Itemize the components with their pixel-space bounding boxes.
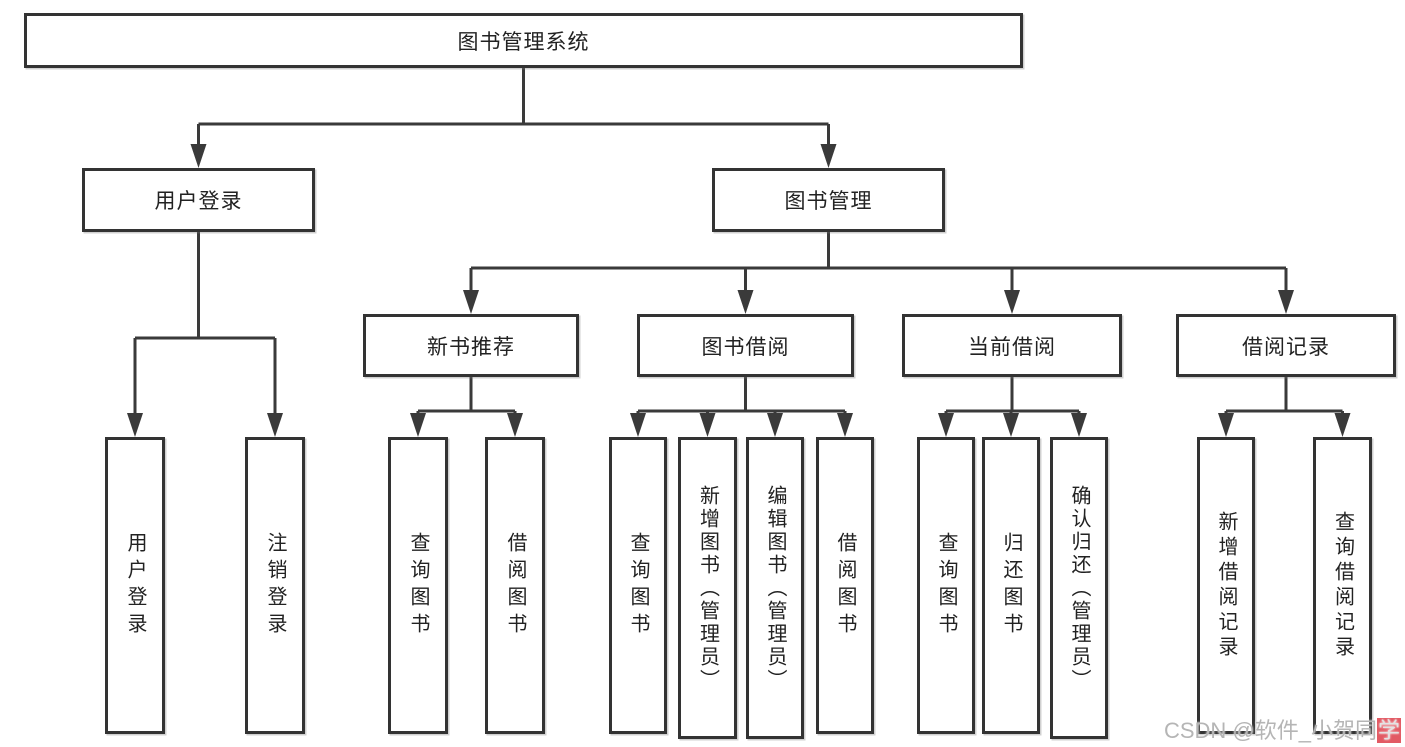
node-book-borrowing: 图书借阅 [637, 314, 854, 377]
node-current-borrowing: 当前借阅 [902, 314, 1122, 377]
leaf-current-confirm-return-admin: 确认归还（管理员） [1050, 437, 1108, 739]
leaf-record-query-borrow-record: 查询借阅记录 [1313, 437, 1372, 734]
leaf-current-query-books: 查询图书 [917, 437, 975, 734]
leaf-logout: 注销登录 [245, 437, 305, 734]
leaf-borrow-borrow-books: 借阅图书 [816, 437, 874, 734]
node-new-book-recommendation: 新书推荐 [363, 314, 579, 377]
leaf-record-add-borrow-record: 新增借阅记录 [1197, 437, 1255, 734]
leaf-borrow-edit-books-admin: 编辑图书（管理员） [746, 437, 804, 739]
csdn-watermark: CSDN @软件_小贺同学 [1164, 713, 1401, 745]
node-borrowing-records: 借阅记录 [1176, 314, 1396, 377]
leaf-current-return-books: 归还图书 [982, 437, 1040, 734]
csdn-watermark-text: CSDN @软件_小贺同 [1163, 718, 1377, 743]
node-book-management: 图书管理 [712, 168, 945, 232]
leaf-newbook-query-books: 查询图书 [388, 437, 448, 734]
leaf-borrow-add-books-admin: 新增图书（管理员） [678, 437, 737, 739]
leaf-user-login: 用户登录 [105, 437, 165, 734]
node-user-login: 用户登录 [82, 168, 315, 232]
leaf-borrow-query-books: 查询图书 [609, 437, 667, 734]
leaf-newbook-borrow-books: 借阅图书 [485, 437, 545, 734]
node-library-management-system: 图书管理系统 [24, 13, 1023, 68]
csdn-watermark-accent: 学 [1376, 718, 1401, 743]
